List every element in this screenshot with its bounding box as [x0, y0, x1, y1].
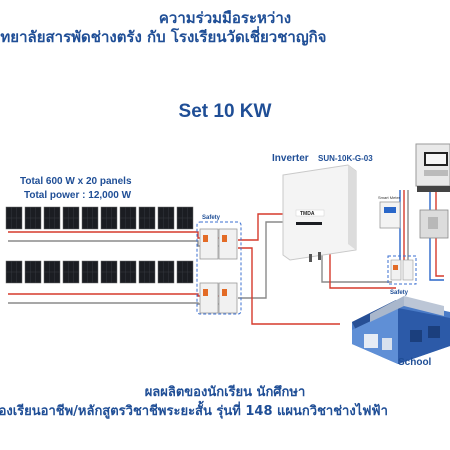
solar-panel — [157, 206, 175, 230]
title-line-2: วิทยาลัยสารพัดช่างตรัง กับ โรงเรียนวัดเช… — [0, 28, 327, 46]
solar-panel — [176, 206, 194, 230]
school-building — [352, 296, 450, 364]
wire-top-gray — [8, 240, 222, 247]
safety-label-left: Safety — [202, 215, 221, 221]
solar-panel — [43, 260, 61, 284]
solar-panel — [100, 260, 118, 284]
safety-label-right: Safety — [390, 290, 409, 296]
solar-panel — [176, 260, 194, 284]
inverter-brand: TMDA — [300, 211, 315, 217]
solar-panel — [24, 260, 42, 284]
solar-panel — [62, 260, 80, 284]
inverter: TMDA — [282, 164, 357, 262]
wire-bottom-gray — [8, 302, 222, 305]
solar-panel — [5, 206, 23, 230]
solar-panel — [138, 206, 156, 230]
solar-panel — [62, 206, 80, 230]
title-line-1: ความร่วมมือระหว่าง — [158, 9, 292, 27]
solar-panel — [138, 260, 156, 284]
inverter-model: SUN-10K-G-03 — [318, 154, 373, 163]
wiring — [8, 186, 444, 330]
wire-meter-red-2 — [435, 186, 444, 277]
solar-panel — [81, 260, 99, 284]
solar-panel — [119, 260, 137, 284]
solar-panel — [157, 260, 175, 284]
wire-dc-red-2 — [238, 247, 340, 325]
ac-safety-box: Safety — [387, 255, 417, 296]
dc-safety-box: Safety — [196, 215, 242, 315]
panel-spec-line-1: Total 600 W x 20 panels — [20, 176, 132, 187]
wire-ac-red — [329, 254, 396, 289]
footer-line-1: ผลผลิตของนักเรียน นักศึกษา — [144, 385, 306, 400]
solar-panel — [81, 206, 99, 230]
wire-top-red — [8, 231, 222, 239]
solar-panel-array — [5, 206, 194, 284]
solar-panel — [24, 206, 42, 230]
smart-meter-label: Smart Meter — [378, 195, 401, 200]
panel-spec-line-2: Total power : 12,000 W — [24, 190, 132, 201]
wire-meter-blue-2 — [429, 186, 444, 281]
school-label: School — [398, 357, 432, 368]
wire-bottom-red — [8, 293, 222, 297]
wire-dc-gray — [238, 221, 286, 299]
footer-line-2: ห้องเรียนอาชีพ/หลักสูตรวิชาชีพระยะสั้น ร… — [0, 404, 388, 419]
smart-meter: Smart Meter — [378, 195, 401, 229]
wire-ac-gray — [321, 250, 392, 283]
solar-panel — [43, 206, 61, 230]
distribution-board — [415, 143, 450, 192]
solar-panel — [100, 206, 118, 230]
main-breaker — [419, 209, 449, 239]
solar-panel — [119, 206, 137, 230]
inverter-label: Inverter — [272, 153, 309, 164]
wire-dc-red — [238, 213, 286, 241]
solar-panel — [5, 260, 23, 284]
set-title: Set 10 KW — [178, 101, 272, 122]
